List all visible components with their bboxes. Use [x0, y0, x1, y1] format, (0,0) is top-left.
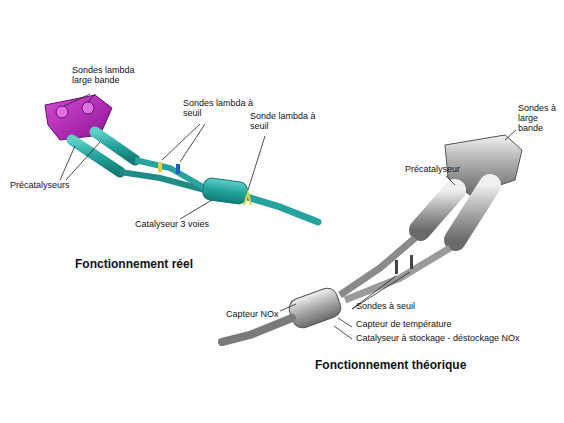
part-label: Catalyseur à stockage - déstockage NOx [356, 334, 520, 344]
leader-lines [60, 94, 516, 339]
part-label: Capteur de température [356, 320, 452, 330]
part-label: Catalyseur 3 voies [135, 220, 209, 230]
theoretical-exhaust [222, 135, 522, 342]
part-label: Précatalyseur [405, 165, 460, 175]
part-label: Sondes lambda à seuil [183, 99, 257, 119]
part-label: Capteur NOx [226, 310, 279, 320]
real-exhaust [45, 95, 318, 222]
part-label: Sonde lambda à seuil [250, 112, 318, 132]
part-label: Précatalyseurs [10, 181, 70, 191]
part-label: Sondes lambda large bande [72, 66, 138, 86]
part-label: Sondes à large bande [518, 104, 558, 134]
part-label: Sondes à seuil [356, 302, 415, 312]
view-caption: Fonctionnement réel [75, 258, 193, 271]
view-caption: Fonctionnement théorique [315, 359, 466, 372]
